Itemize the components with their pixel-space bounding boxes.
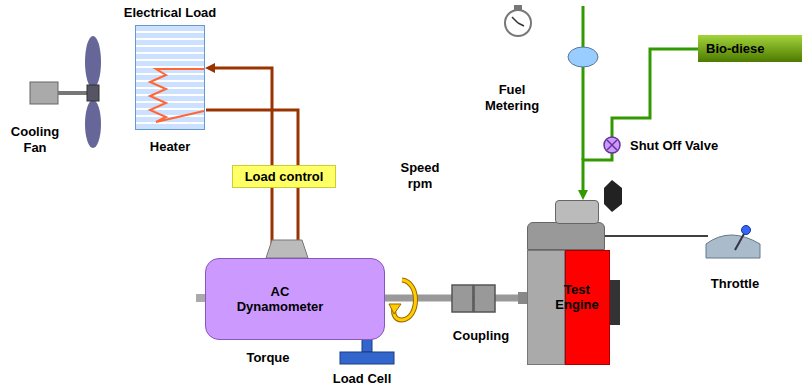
throttle-linkage-part [735,232,745,250]
dynamometer-box: AC Dynamometer [205,258,385,340]
terminal-box [266,240,308,258]
valve-body [604,137,620,153]
node-text: Heater [150,139,190,154]
throttle-linkage [605,226,760,259]
speed-arrow-part [389,304,401,314]
part-label: Speed rpm [393,160,447,192]
stopwatch-part [512,17,518,23]
engine-box: Test Engine [527,200,610,365]
part-label: Torque [238,350,298,366]
node-text: Bio-diese [706,41,765,56]
coupling-part [452,285,473,312]
cooling-fan-part [30,82,58,104]
cooling-fan-part [85,100,101,148]
heater-coil [136,26,204,129]
heater-box: Electrical LoadHeater [135,25,205,130]
injector [604,180,622,212]
cylinder-head [555,200,599,224]
stopwatch-part [518,23,524,26]
coupling-part [474,285,495,312]
engine-side [610,280,620,325]
speed-arrow [389,280,416,320]
node-text: Test Engine [547,282,607,312]
heater-coil-line [150,69,204,122]
valve-cross [607,140,617,150]
engine-label: Test Engine [547,282,607,312]
fuel-line [568,6,598,160]
stopwatch-part [505,10,531,36]
throttle-linkage-part [742,226,751,235]
connector-line [213,68,272,165]
cooling-fan-part [85,36,101,88]
load-cell-part [340,352,394,364]
cooling-fan-part [87,85,99,101]
fuel-line-part [568,47,598,67]
fuel-line-part [582,6,585,160]
node-text: Load control [245,169,324,184]
node-text: AC Dynamometer [235,284,325,314]
speed-arrow-part [394,280,416,320]
arrow-head [578,190,588,200]
coupling [452,285,495,312]
throttle-linkage-part [605,235,708,237]
engine-top [527,222,605,250]
part-label: Throttle [700,276,770,292]
dyn-label: AC Dynamometer [235,284,325,314]
part-label: Load Cell [322,371,402,387]
connector [578,49,698,200]
fuel-tank-box: Bio-diese [698,35,802,62]
throttle-linkage-part [706,235,760,258]
part-label: Coupling [446,328,516,344]
node-text: Electrical Load [124,5,216,20]
terminal-box-part [266,240,308,258]
connector-line [583,49,698,192]
load-control-box: Load control [232,165,336,188]
speed-arrow-part [394,280,416,320]
valve-cross [607,140,617,150]
cooling-fan-part [58,91,90,95]
stopwatch [505,5,531,36]
arrow-head [205,63,215,73]
injector-part [604,180,622,212]
part-label: Cooling Fan [5,124,65,156]
connector [205,63,272,165]
part-label: Shut Off Valve [630,138,718,154]
part-label: Fuel Metering [476,82,548,114]
